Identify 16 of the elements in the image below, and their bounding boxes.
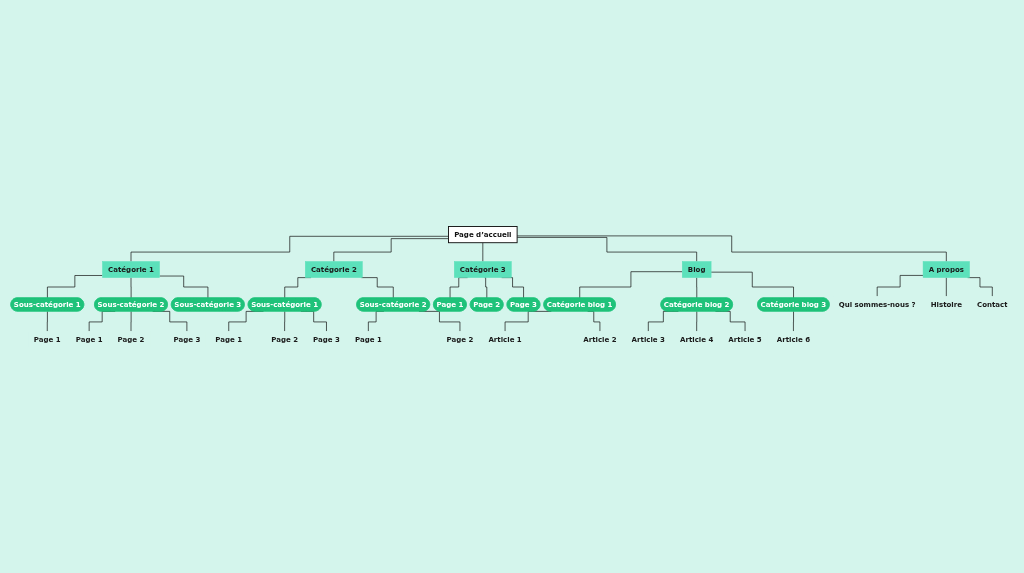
connector	[516, 236, 697, 262]
connector	[793, 310, 794, 332]
connector	[47, 274, 103, 298]
connector	[284, 310, 286, 332]
connector	[484, 276, 488, 298]
connector	[46, 310, 48, 332]
connector	[516, 235, 947, 262]
connector	[130, 235, 449, 262]
connector	[710, 271, 794, 298]
connector	[579, 270, 683, 298]
connector	[360, 276, 394, 298]
connector	[967, 276, 993, 297]
connector	[482, 241, 484, 262]
connector	[159, 275, 209, 298]
connector	[333, 237, 449, 262]
connector	[876, 274, 924, 297]
